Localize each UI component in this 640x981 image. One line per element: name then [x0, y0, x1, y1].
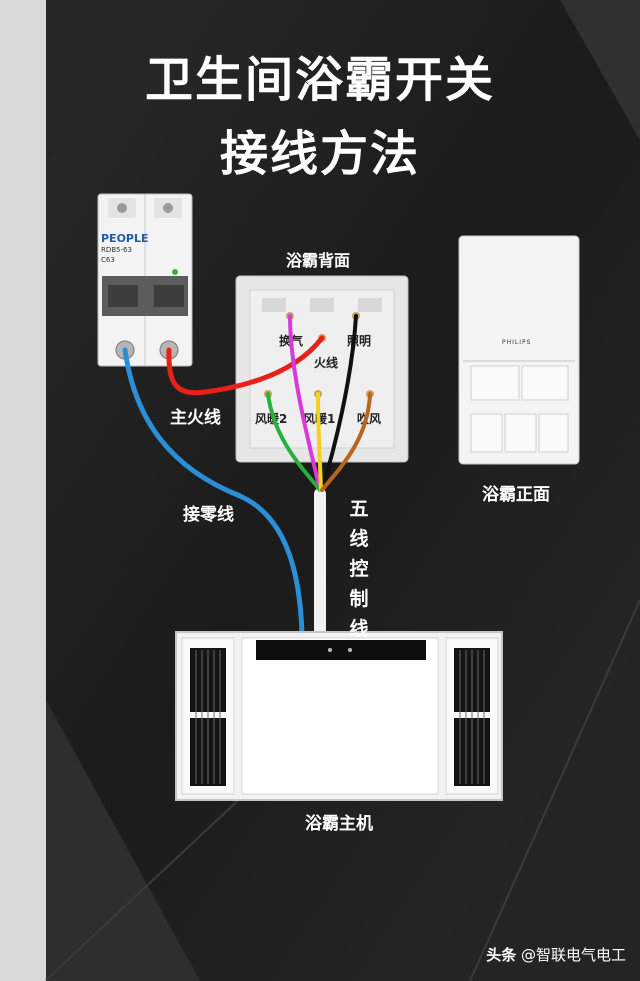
wire-heat1	[316, 392, 323, 492]
title-line-2: 接线方法	[219, 126, 420, 182]
footer-watermark: 头条 @智联电气电工	[486, 944, 626, 965]
breaker-model: RDB5-63	[101, 246, 132, 254]
breaker-rating: C63	[101, 256, 115, 264]
wire-lighting	[320, 314, 358, 492]
five-wire-control-label: 五 线 控 制 线	[347, 494, 371, 644]
back-panel-label: 浴霸背面	[286, 251, 351, 270]
wire-heat2	[266, 392, 322, 492]
wire-ventilation	[288, 314, 322, 492]
front-panel-label: 浴霸正面	[482, 485, 550, 505]
neutral-label: 接零线	[183, 505, 234, 525]
title-line-1: 卫生间浴霸开关	[144, 52, 495, 108]
terminal-live-label: 火线	[314, 356, 339, 370]
breaker-brand: PEOPLE	[101, 232, 149, 245]
footer-account: @智联电气电工	[520, 946, 626, 964]
main-unit-label: 浴霸主机	[305, 814, 373, 834]
footer-brand: 头条	[486, 946, 517, 964]
wire-blower	[320, 392, 372, 492]
front-panel-brand: PHILIPS	[502, 339, 532, 346]
terminal-heat2-label: 风暖2	[255, 412, 288, 426]
main-live-label: 主火线	[170, 408, 221, 428]
wire-neutral	[122, 347, 305, 637]
wire-main-live	[166, 335, 325, 396]
five-wire-char-3: 控	[349, 558, 369, 580]
five-wire-char-5: 线	[349, 618, 369, 640]
five-wire-char-1: 五	[349, 498, 369, 520]
five-wire-char-2: 线	[349, 528, 369, 550]
five-wire-char-4: 制	[349, 588, 369, 610]
